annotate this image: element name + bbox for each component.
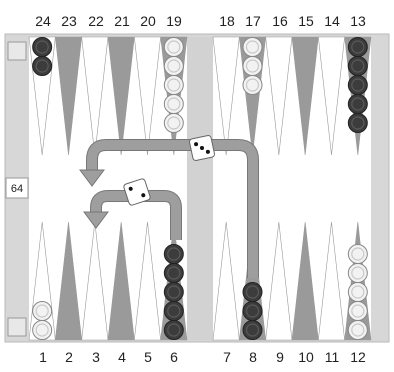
dark-checker[interactable]: [163, 244, 184, 264]
point-11[interactable]: [317, 221, 345, 341]
point-label-11: 11: [325, 349, 340, 365]
dark-checker[interactable]: [163, 320, 184, 340]
dark-checker[interactable]: [163, 263, 184, 283]
die-three-icon: [189, 135, 215, 161]
point-label-10: 10: [298, 349, 314, 365]
point-9[interactable]: [265, 221, 293, 341]
point-label-12: 12: [350, 349, 366, 365]
point-label-24: 24: [35, 13, 51, 29]
point-3[interactable]: [81, 221, 109, 341]
light-checker[interactable]: [242, 56, 263, 76]
point-label-6: 6: [170, 349, 178, 365]
point-23[interactable]: [54, 36, 82, 156]
dice-layer: [123, 135, 215, 206]
move-arrow-8-to-5-fill: [87, 140, 258, 278]
dark-checker[interactable]: [347, 94, 368, 114]
point-label-8: 8: [249, 349, 257, 365]
arrowhead-icon: [79, 169, 105, 187]
point-18[interactable]: [212, 36, 240, 156]
light-checker[interactable]: [347, 282, 368, 302]
point-label-17: 17: [245, 13, 261, 29]
point-label-19: 19: [166, 13, 182, 29]
light-checker[interactable]: [242, 37, 263, 57]
bar: [187, 37, 213, 340]
point-label-7: 7: [223, 349, 231, 365]
point-label-18: 18: [219, 13, 235, 29]
dark-checker[interactable]: [32, 56, 53, 76]
arrowhead-icon: [83, 211, 109, 229]
dark-checker[interactable]: [347, 56, 368, 76]
light-checker[interactable]: [347, 263, 368, 283]
point-5[interactable]: [133, 221, 161, 341]
point-4[interactable]: [107, 221, 135, 341]
point-label-16: 16: [272, 13, 288, 29]
light-checker[interactable]: [347, 244, 368, 264]
dark-checker[interactable]: [347, 75, 368, 95]
light-checker[interactable]: [163, 56, 184, 76]
point-label-3: 3: [92, 349, 100, 365]
light-checker[interactable]: [347, 301, 368, 321]
point-label-22: 22: [88, 13, 104, 29]
home-board-right: [213, 37, 371, 340]
light-checker[interactable]: [32, 301, 53, 321]
die-two-icon: [123, 178, 151, 206]
board-border: [4, 33, 390, 343]
light-checker[interactable]: [163, 37, 184, 57]
point-label-23: 23: [61, 13, 77, 29]
point-7[interactable]: [212, 221, 240, 341]
point-label-2: 2: [65, 349, 73, 365]
point-label-13: 13: [350, 13, 366, 29]
dark-checker[interactable]: [242, 282, 263, 302]
point-14[interactable]: [317, 36, 345, 156]
point-label-14: 14: [324, 13, 340, 29]
dark-checker[interactable]: [163, 282, 184, 302]
point-16[interactable]: [265, 36, 293, 156]
dark-checker[interactable]: [32, 37, 53, 57]
light-checker[interactable]: [242, 75, 263, 95]
dark-checker[interactable]: [163, 301, 184, 321]
dark-checker[interactable]: [347, 113, 368, 133]
point-label-9: 9: [276, 349, 284, 365]
point-21[interactable]: [107, 36, 135, 156]
light-checker[interactable]: [347, 320, 368, 340]
light-checker[interactable]: [163, 75, 184, 95]
bearoff-slot-bottom[interactable]: [7, 317, 27, 337]
point-label-4: 4: [118, 349, 126, 365]
outer-board-left: [29, 37, 187, 340]
checkers-layer: [32, 37, 368, 340]
dark-checker[interactable]: [347, 37, 368, 57]
point-20[interactable]: [133, 36, 161, 156]
light-checker[interactable]: [163, 94, 184, 114]
point-10[interactable]: [291, 221, 319, 341]
point-22[interactable]: [81, 36, 109, 156]
point-label-21: 21: [114, 13, 130, 29]
point-label-15: 15: [298, 13, 314, 29]
point-2[interactable]: [54, 221, 82, 341]
bearoff-slot-top[interactable]: [7, 41, 27, 61]
point-label-1: 1: [39, 349, 47, 365]
light-checker[interactable]: [32, 320, 53, 340]
doubling-cube-value: 64: [11, 183, 23, 195]
point-15[interactable]: [291, 36, 319, 156]
dark-checker[interactable]: [242, 301, 263, 321]
light-checker[interactable]: [163, 113, 184, 133]
doubling-cube[interactable]: [5, 177, 29, 199]
point-label-20: 20: [140, 13, 156, 29]
dark-checker[interactable]: [242, 320, 263, 340]
point-label-5: 5: [144, 349, 152, 365]
